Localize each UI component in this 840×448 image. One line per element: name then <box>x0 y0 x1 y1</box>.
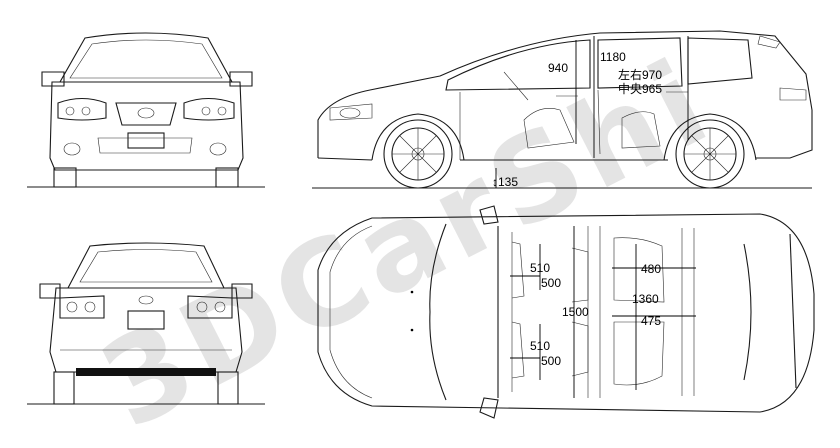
label-front-seat-width-upper: 510 <box>530 261 550 275</box>
label-interior-width: 1500 <box>562 305 589 319</box>
label-front-seat-depth-upper: 500 <box>541 276 561 290</box>
label-rear-headroom-side: 左右970 <box>618 67 662 82</box>
side-view <box>312 30 813 189</box>
label-front-seat-width-lower: 510 <box>530 339 550 353</box>
label-headroom-height: 1180 <box>600 50 626 64</box>
label-rear-seat-width: 480 <box>641 262 661 276</box>
top-view <box>317 205 815 419</box>
front-view <box>27 32 265 188</box>
label-cargo-length: 1360 <box>632 292 659 306</box>
label-front-headroom: 940 <box>548 61 568 75</box>
label-ground-clearance: ↕135 <box>492 175 518 189</box>
label-front-seat-depth-lower: 500 <box>541 354 561 368</box>
label-rear-seat-depth: 475 <box>641 314 661 328</box>
label-rear-headroom-center: 中央965 <box>618 81 662 96</box>
dimension-labels: 940 1180 左右970 中央965 ↕135 510 500 510 50… <box>492 50 662 368</box>
rear-view <box>27 242 265 405</box>
